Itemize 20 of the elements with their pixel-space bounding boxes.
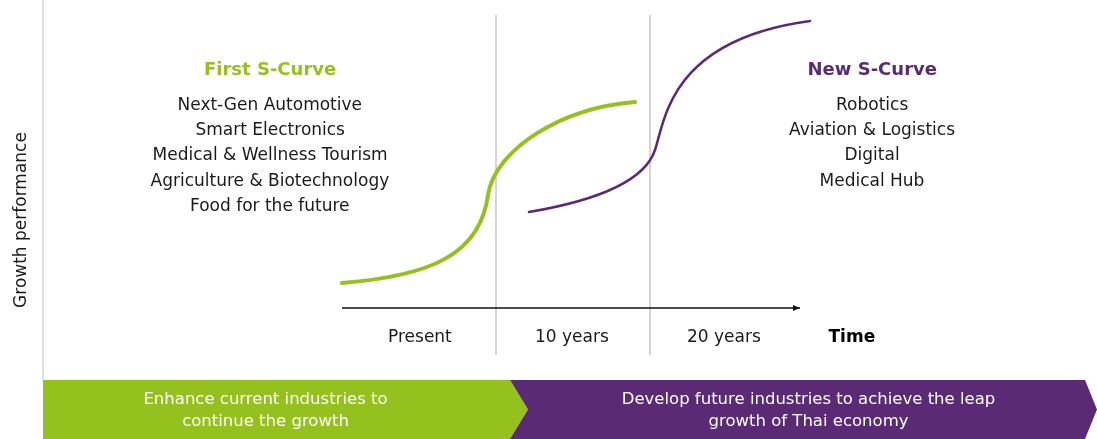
band-text: Enhance current industries to continue the growth [142, 387, 389, 432]
time-label: 20 years [687, 326, 761, 346]
chevron-band [43, 380, 528, 439]
axis-label: Time [828, 326, 876, 346]
list-item: Aviation & Logistics [789, 119, 955, 139]
band-text: Develop future industries to achieve the leap growth of Thai economy [620, 387, 997, 432]
time-label: Present [388, 326, 452, 346]
list-item: Next-Gen Automotive [177, 94, 362, 114]
axis-label: Growth performance [9, 132, 30, 308]
list-item: Agriculture & Biotechnology [150, 170, 390, 190]
list-item: Digital [844, 144, 900, 164]
heading: First S-Curve [204, 59, 337, 79]
heading: New S-Curve [807, 59, 937, 79]
time-label: 10 years [535, 326, 609, 346]
list-item: Robotics [836, 94, 909, 114]
list-item: Smart Electronics [195, 119, 345, 139]
list-item: Food for the future [190, 195, 350, 215]
list-item: Medical Hub [819, 170, 925, 190]
list-item: Medical & Wellness Tourism [152, 144, 388, 164]
chevron-band [510, 380, 1097, 439]
